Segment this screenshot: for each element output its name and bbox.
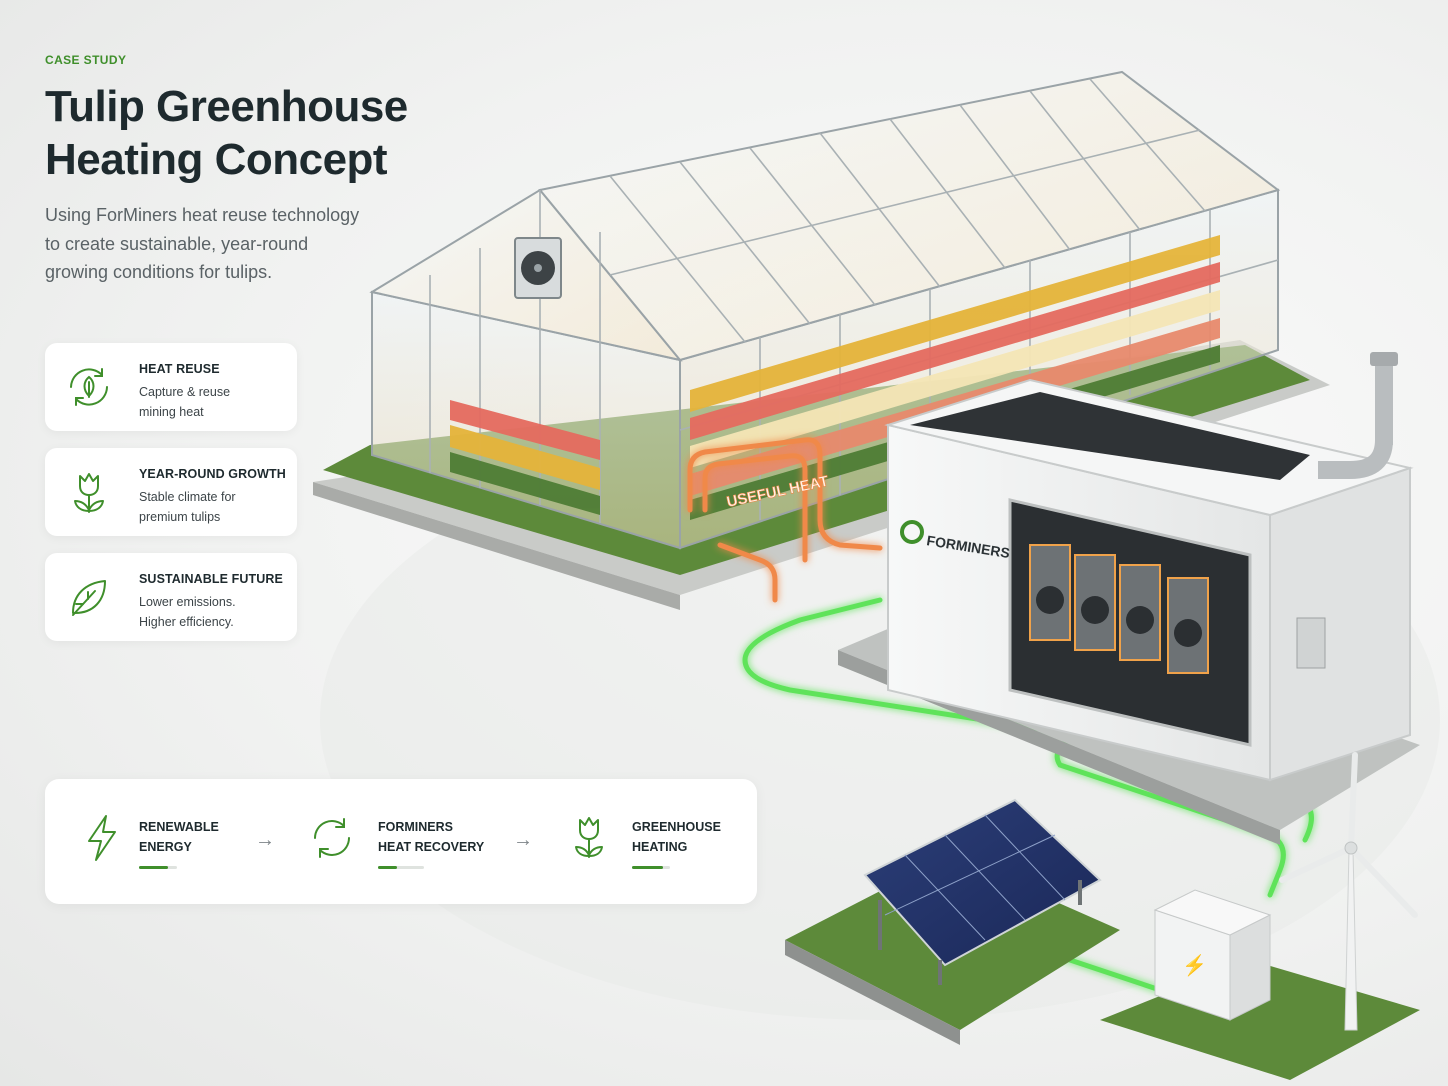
feature-description: Stable climate for premium tulips xyxy=(139,487,236,527)
flow-step-line: HEAT RECOVERY xyxy=(378,840,485,854)
greenhouse-illustration: USEFUL HEAT FORMINERS ⚡ xyxy=(313,70,1440,1080)
eyebrow-label: CASE STUDY xyxy=(45,53,127,67)
leaf-icon xyxy=(72,580,106,616)
flow-step-renewable: RENEWABLE ENERGY xyxy=(45,779,260,904)
feature-desc-line: premium tulips xyxy=(139,510,221,524)
flow-step-progress xyxy=(632,866,670,869)
arrow-right-icon: → xyxy=(513,829,533,851)
arrow-right-icon: → xyxy=(255,829,275,851)
feature-desc-line: Higher efficiency. xyxy=(139,615,234,629)
recycle-icon xyxy=(314,818,350,858)
energy-flow-panel: RENEWABLE ENERGY → FORMINERS HEAT RECOVE… xyxy=(45,779,757,904)
feature-card-sustainable: SUSTAINABLE FUTURE Lower emissions. High… xyxy=(45,553,297,641)
subtitle-line-2: to create sustainable, year-round xyxy=(45,233,309,254)
subtitle-line-3: growing conditions for tulips. xyxy=(45,262,273,282)
flow-step-line: HEATING xyxy=(632,840,688,854)
feature-description: Lower emissions. Higher efficiency. xyxy=(139,592,236,632)
flow-step-greenhouse: GREENHOUSE HEATING xyxy=(560,779,757,904)
feature-desc-line: Capture & reuse xyxy=(139,385,231,399)
flow-step-line: GREENHOUSE xyxy=(632,820,721,834)
feature-card-heat-reuse: HEAT REUSE Capture & reuse mining heat xyxy=(45,343,297,431)
flow-step-label: GREENHOUSE HEATING xyxy=(632,817,721,857)
feature-title: SUSTAINABLE FUTURE xyxy=(139,572,283,586)
heat-reuse-icon xyxy=(70,368,108,406)
feature-desc-line: mining heat xyxy=(139,405,204,419)
tulip-icon xyxy=(74,473,104,513)
feature-title: HEAT REUSE xyxy=(139,362,220,376)
feature-card-year-round: YEAR-ROUND GROWTH Stable climate for pre… xyxy=(45,448,297,536)
flow-step-progress xyxy=(378,866,424,869)
tulip-icon xyxy=(575,817,603,858)
subtitle-line-1: Using ForMiners heat reuse technology xyxy=(45,205,360,225)
feature-title: YEAR-ROUND GROWTH xyxy=(139,467,286,481)
subtitle: Using ForMiners heat reuse technology to… xyxy=(45,201,405,287)
flow-step-heat-recovery: FORMINERS HEAT RECOVERY xyxy=(295,779,515,904)
title-line-2: Heating Concept xyxy=(45,135,388,184)
flow-step-line: FORMINERS xyxy=(378,820,453,834)
flow-step-progress xyxy=(139,866,177,869)
flow-step-line: ENERGY xyxy=(139,840,192,854)
title-line-1: Tulip Greenhouse xyxy=(45,82,408,131)
feature-description: Capture & reuse mining heat xyxy=(139,382,230,422)
lightning-glyph: ⚡ xyxy=(1182,953,1207,977)
flow-step-label: RENEWABLE ENERGY xyxy=(139,817,219,857)
feature-desc-line: Stable climate for xyxy=(139,490,236,504)
flow-step-line: RENEWABLE xyxy=(139,820,219,834)
flow-step-label: FORMINERS HEAT RECOVERY xyxy=(378,817,484,857)
page-title: Tulip Greenhouse Heating Concept xyxy=(45,80,465,186)
feature-desc-line: Lower emissions. xyxy=(139,595,236,609)
lightning-icon xyxy=(88,815,116,861)
